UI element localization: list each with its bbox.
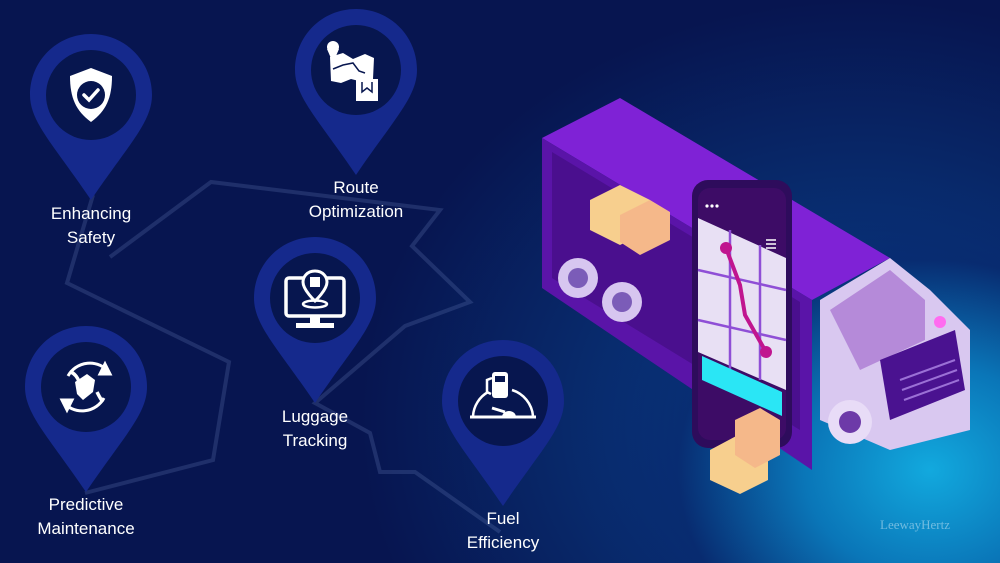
shield-check-icon [70, 68, 112, 122]
monitor-location-icon [284, 269, 346, 328]
label-fuel-efficiency: Fuel Efficiency [466, 509, 540, 552]
pin-fuel-efficiency [442, 340, 564, 506]
maintenance-cycle-icon [59, 360, 113, 414]
label-route-optimization: Route Optimization [308, 178, 404, 221]
pin-luggage-tracking [254, 237, 376, 403]
label-luggage-tracking: Luggage Tracking [281, 407, 349, 450]
fuel-gauge-icon [470, 372, 536, 419]
pin-enhancing-safety [30, 34, 152, 200]
pin-route-optimization [295, 9, 417, 175]
label-enhancing-safety: Enhancing Safety [50, 204, 132, 247]
truck-illustration [542, 98, 970, 494]
map-route-icon [327, 41, 378, 101]
watermark: LeewayHertz [880, 517, 951, 532]
pin-predictive-maintenance [25, 326, 147, 492]
label-predictive-maintenance: Predictive Maintenance [37, 495, 135, 538]
